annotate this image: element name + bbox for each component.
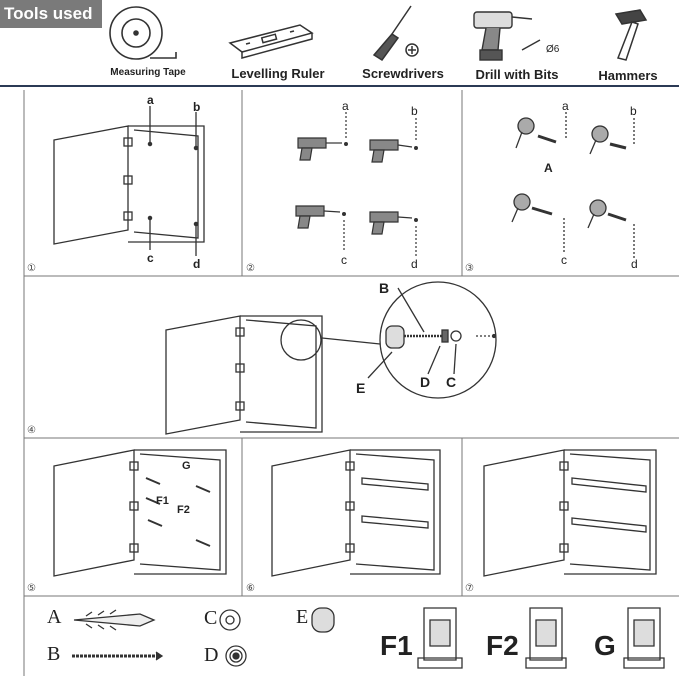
step2-label-a: a <box>342 99 349 113</box>
parts-art <box>72 607 665 669</box>
measuring-tape-icon <box>109 6 177 60</box>
step2-label-c: c <box>341 253 347 267</box>
step3-label-anchor: A <box>544 161 553 175</box>
step2-drills <box>295 112 419 256</box>
step7-cabinet <box>483 449 657 577</box>
step1-label-a: a <box>147 93 154 107</box>
drill-bit-size: Ø6 <box>546 44 560 55</box>
tool-label-levelling-ruler: Levelling Ruler <box>231 66 325 81</box>
step3-number: ③ <box>465 263 474 274</box>
panel-grid <box>23 90 679 676</box>
step3-hammers <box>511 112 635 258</box>
step1-number: ① <box>27 263 36 274</box>
step4-label-D: D <box>420 374 431 390</box>
hammer-icon <box>614 9 648 61</box>
step5-label-F1: F1 <box>156 495 169 507</box>
step5-cabinet <box>53 449 227 577</box>
part-label-E: E <box>296 606 309 628</box>
part-label-C: C <box>204 607 218 629</box>
step4-label-E: E <box>356 380 366 396</box>
part-label-B: B <box>47 643 61 665</box>
step6-cabinet <box>271 449 441 577</box>
tool-label-measuring-tape: Measuring Tape <box>110 67 186 78</box>
step2-number: ② <box>246 263 255 274</box>
levelling-ruler-icon <box>228 24 314 59</box>
part-label-G: G <box>594 630 616 661</box>
step4-label-B: B <box>379 280 390 296</box>
screwdriver-icon <box>372 5 419 62</box>
step1-label-c: c <box>147 251 154 265</box>
tool-label-screwdrivers: Screwdrivers <box>362 66 444 81</box>
step7-number: ⑦ <box>465 583 474 594</box>
step1-label-d: d <box>193 257 201 271</box>
step4-cabinet <box>165 281 497 435</box>
drill-icon <box>473 11 541 61</box>
tool-label-drill: Drill with Bits <box>475 67 559 82</box>
step3-label-c: c <box>561 253 567 267</box>
tool-label-hammers: Hammers <box>598 68 658 83</box>
step5-label-F2: F2 <box>177 504 190 516</box>
step4-label-C: C <box>446 374 457 390</box>
step5-number: ⑤ <box>27 583 36 594</box>
part-label-F1: F1 <box>380 630 413 661</box>
tools-used-badge: Tools used <box>0 0 102 28</box>
step5-label-G: G <box>182 460 191 472</box>
step2-label-d: d <box>411 257 418 271</box>
part-label-A: A <box>47 606 62 628</box>
step3-label-a: a <box>562 99 569 113</box>
step3-label-d: d <box>631 257 638 271</box>
step1-cabinet <box>53 106 205 256</box>
step3-label-b: b <box>630 104 637 118</box>
step2-label-b: b <box>411 104 418 118</box>
step6-number: ⑥ <box>246 583 255 594</box>
part-label-D: D <box>204 644 219 666</box>
step4-number: ④ <box>27 425 36 436</box>
part-label-F2: F2 <box>486 630 519 661</box>
step1-label-b: b <box>193 100 201 114</box>
